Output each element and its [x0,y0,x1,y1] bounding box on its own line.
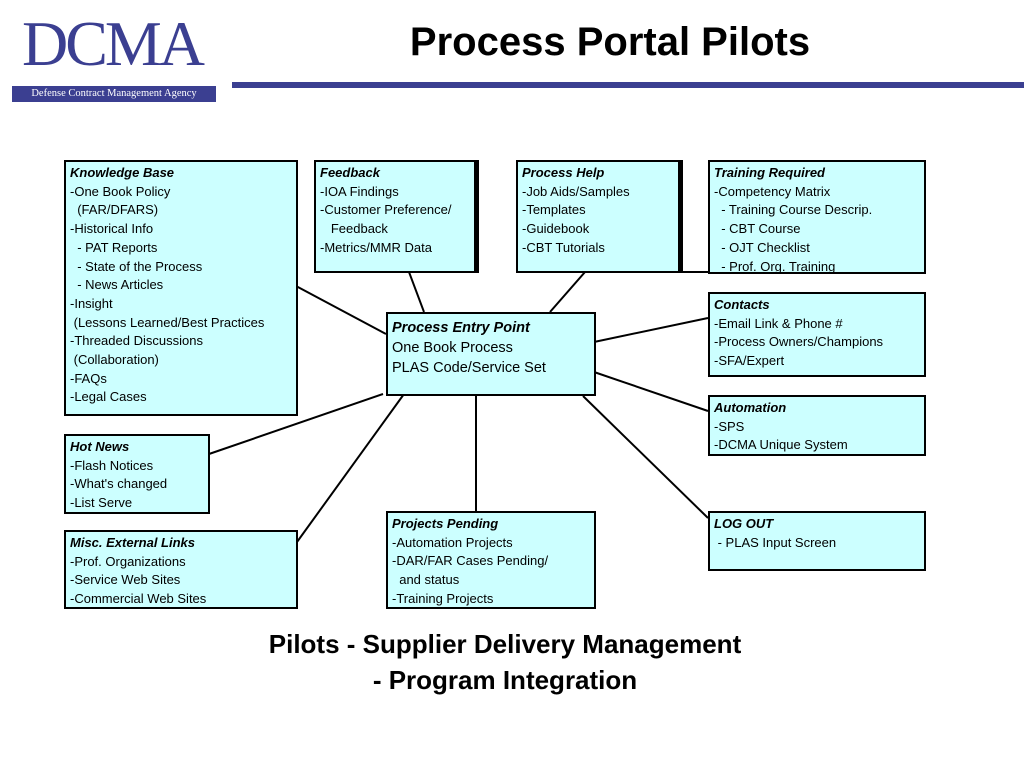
box-item: - Training Course Descrip. [714,202,873,218]
box-item: - PAT Reports [70,239,158,255]
box-item: -DCMA Unique System [714,437,848,453]
box-item: -Legal Cases [70,389,147,405]
box-item: -IOA Findings [320,183,399,199]
box-item: and status [392,572,460,588]
box-item: (Lessons Learned/Best Practices [70,314,265,330]
connector-automation [593,371,709,412]
box-item: (FAR/DFARS) [70,202,159,218]
box-heading: Contacts [714,297,770,312]
box-item: -CBT Tutorials [522,239,605,255]
box-item: -Automation Projects [392,534,513,550]
knowledge-base-box: Knowledge Base -One Book Policy (FAR/DFAR… [64,160,298,416]
hot-news-box: Hot News -Flash Notices -What's changed -Li… [64,434,210,514]
automation-box: Automation -SPS -DCMA Unique System [708,395,926,456]
box-item: -Training Projects [392,590,494,606]
box-item: - News Articles [70,277,164,293]
box-item: -SPS [714,418,745,434]
footer-line-1: Pilots - Supplier Delivery Management [268,629,742,659]
box-item: -List Serve [70,495,133,511]
box-item: -Flash Notices [70,457,154,473]
box-item: -Threaded Discussions [70,333,203,349]
footer-line-2: - Program Integration [372,665,638,695]
box-heading: Knowledge Base [70,165,175,180]
box-heading: Projects Pending [392,516,499,531]
connector-process-help [549,271,586,313]
log-out-box: LOG OUT - PLAS Input Screen [708,511,926,571]
box-item: -Insight [70,295,113,311]
page-title: Process Portal Pilots [409,20,811,64]
box-heading: Process Help [522,165,605,180]
projects-pending-box: Projects Pending -Automation Projects -DAR… [386,511,596,609]
box-item: -Competency Matrix [714,183,831,199]
box-item: -Customer Preference/ [320,202,452,218]
connector-hot-news [208,393,384,455]
header-rule [232,82,1024,88]
contacts-box: Contacts -Email Link & Phone # -Process Ow… [708,292,926,377]
box-heading: LOG OUT [714,516,774,531]
box-item: -SFA/Expert [714,353,785,369]
box-item: -Process Owners/Champions [714,334,884,350]
box-heading: Automation [714,400,787,415]
logo-letters: DCMA [21,8,205,79]
box-item: -Job Aids/Samples [522,183,630,199]
box-item: - OJT Checklist [714,239,810,255]
box-item: One Book Process [392,340,513,356]
box-item: - Prof. Org. Training [714,258,836,274]
logo-subtitle: Defense Contract Management Agency [12,86,216,102]
connector-feedback [408,271,425,313]
box-item: -DAR/FAR Cases Pending/ [392,553,549,569]
box-heading: Training Required [714,165,825,180]
box-item: -One Book Policy [70,183,171,199]
box-item: -Metrics/MMR Data [320,239,432,255]
dcma-logo: DCMA Defense Contract Management Agency [8,8,216,102]
connector-knowledge-base [295,285,387,335]
box-item: -Templates [522,202,586,218]
footer-caption: Pilots - Supplier Delivery Management - … [180,626,830,698]
box-item: - CBT Course [714,221,801,237]
box-item: Feedback [320,221,388,237]
box-heading: Process Entry Point [392,320,530,336]
box-item: -Email Link & Phone # [714,315,843,331]
box-item: - PLAS Input Screen [714,534,837,550]
box-item: - State of the Process [70,258,203,274]
process-help-box: Process Help -Job Aids/Samples -Templates -… [516,160,680,273]
box-item: -Historical Info [70,221,154,237]
box-item: PLAS Code/Service Set [392,360,546,376]
box-heading: Feedback [320,165,380,180]
misc-external-links-box: Misc. External Links -Prof. Organizations… [64,530,298,609]
box-heading: Misc. External Links [70,535,195,550]
feedback-box: Feedback -IOA Findings -Customer Preferenc… [314,160,476,273]
box-item: -What's changed [70,476,168,492]
training-required-box: Training Required -Competency Matrix - Tr… [708,160,926,274]
box-item: -Commercial Web Sites [70,591,207,607]
connector-misc-links [296,393,405,543]
box-item: -Guidebook [522,221,590,237]
box-heading: Hot News [70,439,130,454]
box-item: -Prof. Organizations [70,553,186,569]
box-item: -Service Web Sites [70,572,181,588]
box-item: (Collaboration) [70,352,159,368]
connector-log-out [582,395,709,519]
box-item: -FAQs [70,370,107,386]
connector-contacts [593,317,709,343]
